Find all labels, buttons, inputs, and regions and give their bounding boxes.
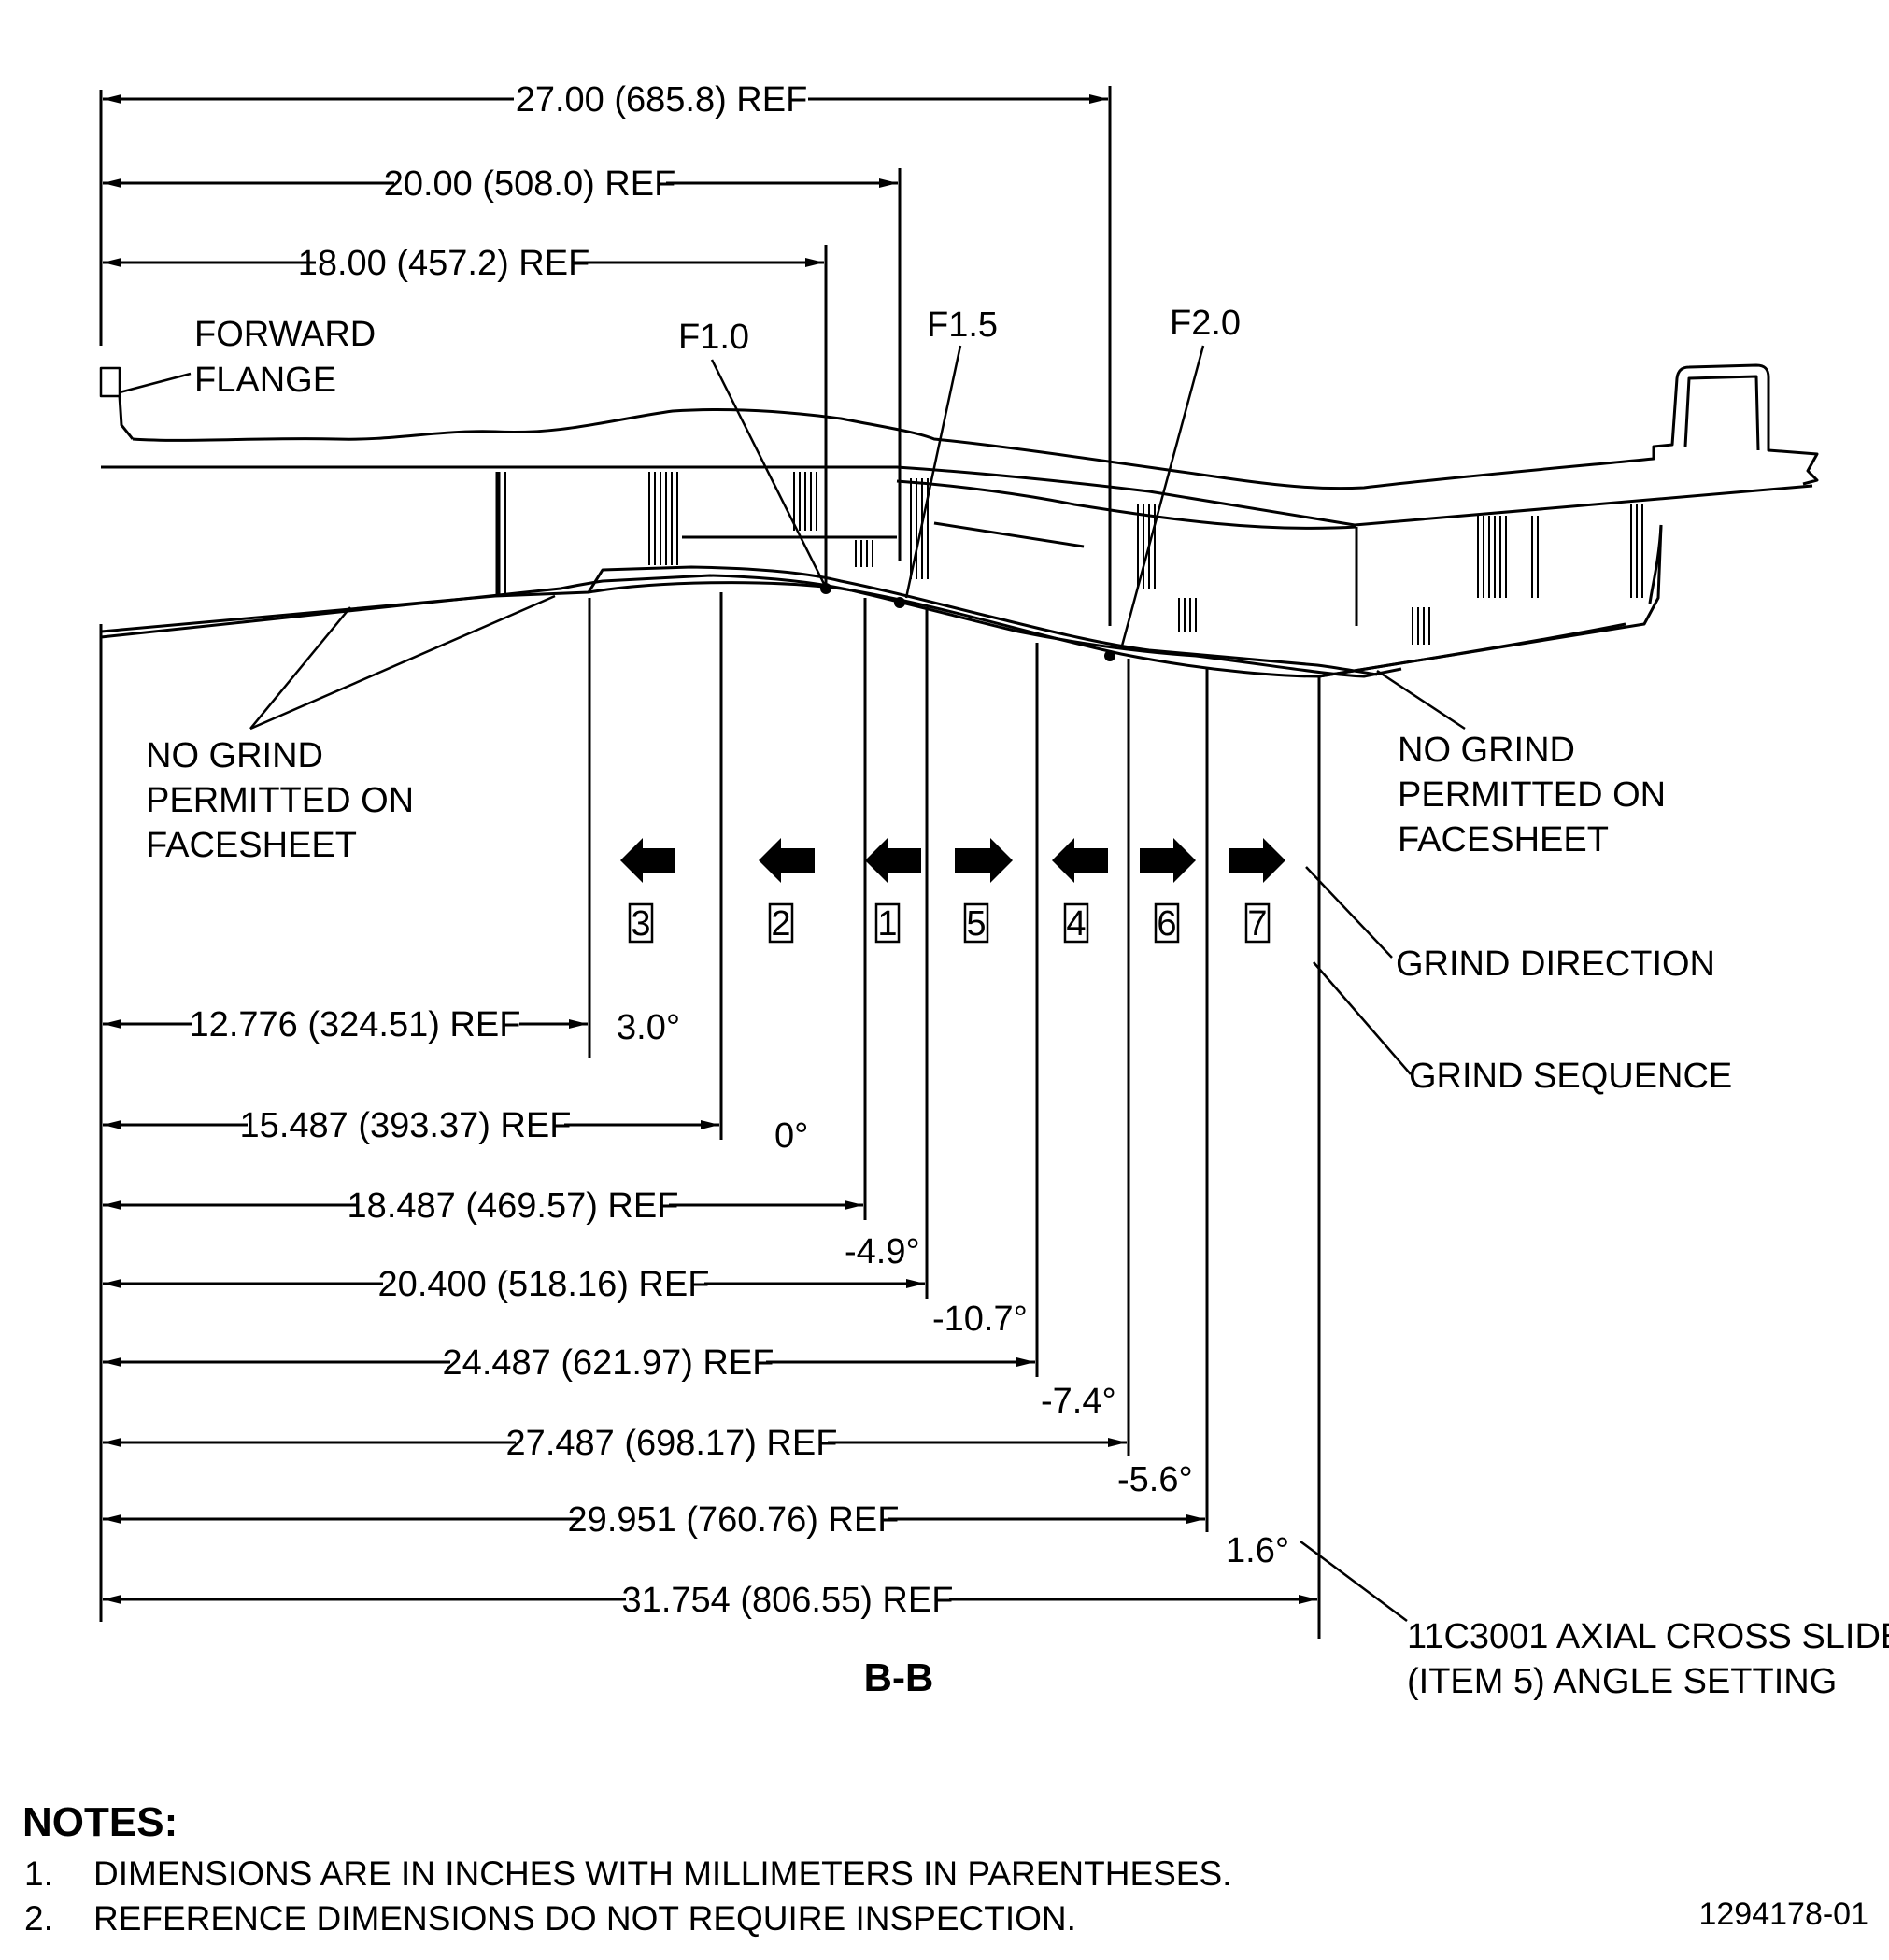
dim-27-label: 27.00 (685.8) REF [516, 80, 808, 120]
flange-neck [118, 395, 135, 440]
svg-text:5: 5 [966, 904, 986, 944]
grind-arrow-right-icon [955, 838, 1013, 883]
bottom-dimensions [103, 1019, 1317, 1604]
svg-text:6: 6 [1157, 904, 1176, 944]
angle-0: 0° [774, 1116, 808, 1156]
note-2-num: 2. [24, 1899, 53, 1938]
grind-sequence-label: GRIND SEQUENCE [1409, 1057, 1732, 1096]
angle-neg-5-6: -5.6° [1117, 1460, 1193, 1499]
angle-3-0: 3.0° [617, 1008, 680, 1047]
dim-20400-label: 20.400 (518.16) REF [378, 1265, 710, 1304]
angle-neg-4-9: -4.9° [845, 1232, 920, 1271]
svg-text:1: 1 [877, 904, 897, 944]
grind-step-5: 5 [955, 838, 1013, 944]
no-grind-right-3: FACESHEET [1398, 820, 1609, 859]
part-section [99, 363, 1819, 678]
section-label: B-B [864, 1655, 934, 1699]
f15-label: F1.5 [927, 305, 998, 345]
svg-text:2: 2 [771, 904, 790, 944]
grind-step-4: 4 [1052, 838, 1108, 944]
grind-arrow-right-icon [1140, 838, 1196, 883]
forward-flange-label-2: FLANGE [194, 361, 336, 400]
core-mid [896, 479, 1357, 530]
f2-label: F2.0 [1170, 304, 1241, 343]
note-2-text: REFERENCE DIMENSIONS DO NOT REQUIRE INSP… [93, 1899, 1076, 1938]
svg-text:7: 7 [1247, 904, 1267, 944]
no-grind-left-3: FACESHEET [146, 826, 357, 865]
core-top [101, 465, 1813, 527]
grind-direction-label: GRIND DIRECTION [1396, 944, 1715, 984]
core-shelf-2 [933, 521, 1085, 548]
datum-point-f1 [820, 583, 831, 594]
callout-leaders [119, 345, 1466, 1623]
outer-skin [132, 363, 1819, 490]
dim-15487-label: 15.487 (393.37) REF [240, 1106, 572, 1145]
note-1-text: DIMENSIONS ARE IN INCHES WITH MILLIMETER… [93, 1854, 1231, 1893]
datum-point-f15 [894, 597, 905, 608]
grind-zone-lines [99, 592, 1321, 1639]
grind-arrow-left-icon [759, 838, 815, 883]
lower-facesheet [99, 565, 1378, 676]
dim-20-label: 20.00 (508.0) REF [384, 164, 676, 204]
grind-step-2: 2 [759, 838, 815, 944]
no-grind-right-1: NO GRIND [1398, 731, 1575, 770]
outer-skin-inner [1683, 375, 1760, 451]
honeycomb-hatch [648, 472, 1643, 645]
angle-neg-7-4: -7.4° [1041, 1382, 1116, 1421]
no-grind-left-1: NO GRIND [146, 736, 323, 775]
grind-arrow-right-icon [1229, 838, 1285, 883]
grind-arrow-left-icon [620, 838, 675, 883]
no-grind-left-2: PERMITTED ON [146, 781, 414, 820]
dim-24487-label: 24.487 (621.97) REF [443, 1343, 774, 1383]
grind-arrow-left-icon [865, 838, 921, 883]
angle-neg-10-7: -10.7° [932, 1300, 1028, 1339]
forward-flange [99, 366, 121, 398]
dim-27487-label: 27.487 (698.17) REF [506, 1424, 838, 1463]
grind-step-1: 1 [865, 838, 921, 944]
aft-lip [1648, 524, 1663, 604]
datum-point-f2 [1104, 650, 1115, 661]
aft-lower [1318, 524, 1663, 678]
grind-step-3: 3 [620, 838, 675, 944]
grind-arrow-left-icon [1052, 838, 1108, 883]
forward-flange-label: FORWARD [194, 315, 376, 354]
dim-12776-label: 12.776 (324.51) REF [190, 1005, 521, 1044]
dim-18487-label: 18.487 (469.57) REF [348, 1186, 679, 1226]
cross-slide-label-1: 11C3001 AXIAL CROSS SLIDE [1407, 1617, 1889, 1656]
grind-steps: 3 2 1 5 4 6 7 [620, 838, 1285, 944]
svg-text:4: 4 [1066, 904, 1086, 944]
top-dimensions [99, 86, 1112, 626]
cross-slide-label-2: (ITEM 5) ANGLE SETTING [1407, 1662, 1837, 1701]
svg-text:3: 3 [631, 904, 650, 944]
dim-31754-label: 31.754 (806.55) REF [622, 1581, 954, 1620]
grind-step-7: 7 [1229, 838, 1285, 944]
f1-label: F1.0 [678, 318, 749, 357]
notes-title: NOTES: [22, 1799, 178, 1845]
facesheet-contour [588, 581, 1626, 678]
dim-18-label: 18.00 (457.2) REF [298, 244, 590, 283]
grind-step-6: 6 [1140, 838, 1196, 944]
note-1-num: 1. [24, 1854, 53, 1893]
dim-29951-label: 29.951 (760.76) REF [568, 1500, 900, 1540]
figure-id: 1294178-01 [1698, 1896, 1868, 1932]
no-grind-right-2: PERMITTED ON [1398, 775, 1666, 815]
lower-facesheet-outer [99, 574, 1402, 678]
angle-1-6: 1.6° [1226, 1531, 1289, 1570]
